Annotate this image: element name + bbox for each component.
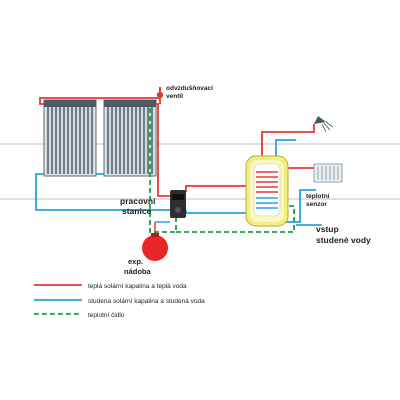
expansion-vessel-label: exp. <box>128 257 143 266</box>
air-vent-valve <box>156 87 164 99</box>
hot-solar-pipe <box>156 103 170 197</box>
storage-tank <box>245 155 289 227</box>
sensor-line-tank <box>176 205 295 233</box>
legend-label-hot: teplá solární kapalina a teplá voda <box>88 283 187 290</box>
cold-to-tank-pipe <box>185 210 248 214</box>
hot-water-radiator-pipe <box>285 164 314 169</box>
pump-station <box>170 190 186 218</box>
radiator <box>313 163 343 183</box>
temperature-sensor-label-2: senzor <box>306 201 327 208</box>
temperature-sensor-label: teplotní <box>306 193 330 200</box>
cold-solar-pipe <box>35 173 176 211</box>
hot-water-out-pipe <box>261 124 315 162</box>
expansion-vessel-label-2: nádoba <box>124 267 151 276</box>
legend-label-cold: studena solární kapalina a studená voda <box>88 298 205 305</box>
legend: teplá solární kapalina a teplá voda stud… <box>34 283 205 319</box>
legend-label-sensor: teplotní čidlo <box>88 312 125 319</box>
cold-water-inlet-label-2: studené vody <box>316 235 371 245</box>
solar-collector-right <box>103 99 157 177</box>
expansion-vessel <box>142 221 170 261</box>
cold-water-inlet-label: vstup <box>316 224 339 234</box>
air-vent-label-2: ventil <box>166 93 183 100</box>
hot-collector-top-pipe <box>39 97 161 105</box>
shower-icon <box>314 116 334 133</box>
pump-station-label-2: stanice <box>122 206 152 216</box>
pump-station-label: pracovní <box>120 196 156 206</box>
solar-collector-left <box>43 99 97 177</box>
sensor-line-collector <box>149 108 177 233</box>
hot-to-tank-pipe <box>185 185 248 192</box>
air-vent-label: odvzdušňovací <box>166 85 213 92</box>
